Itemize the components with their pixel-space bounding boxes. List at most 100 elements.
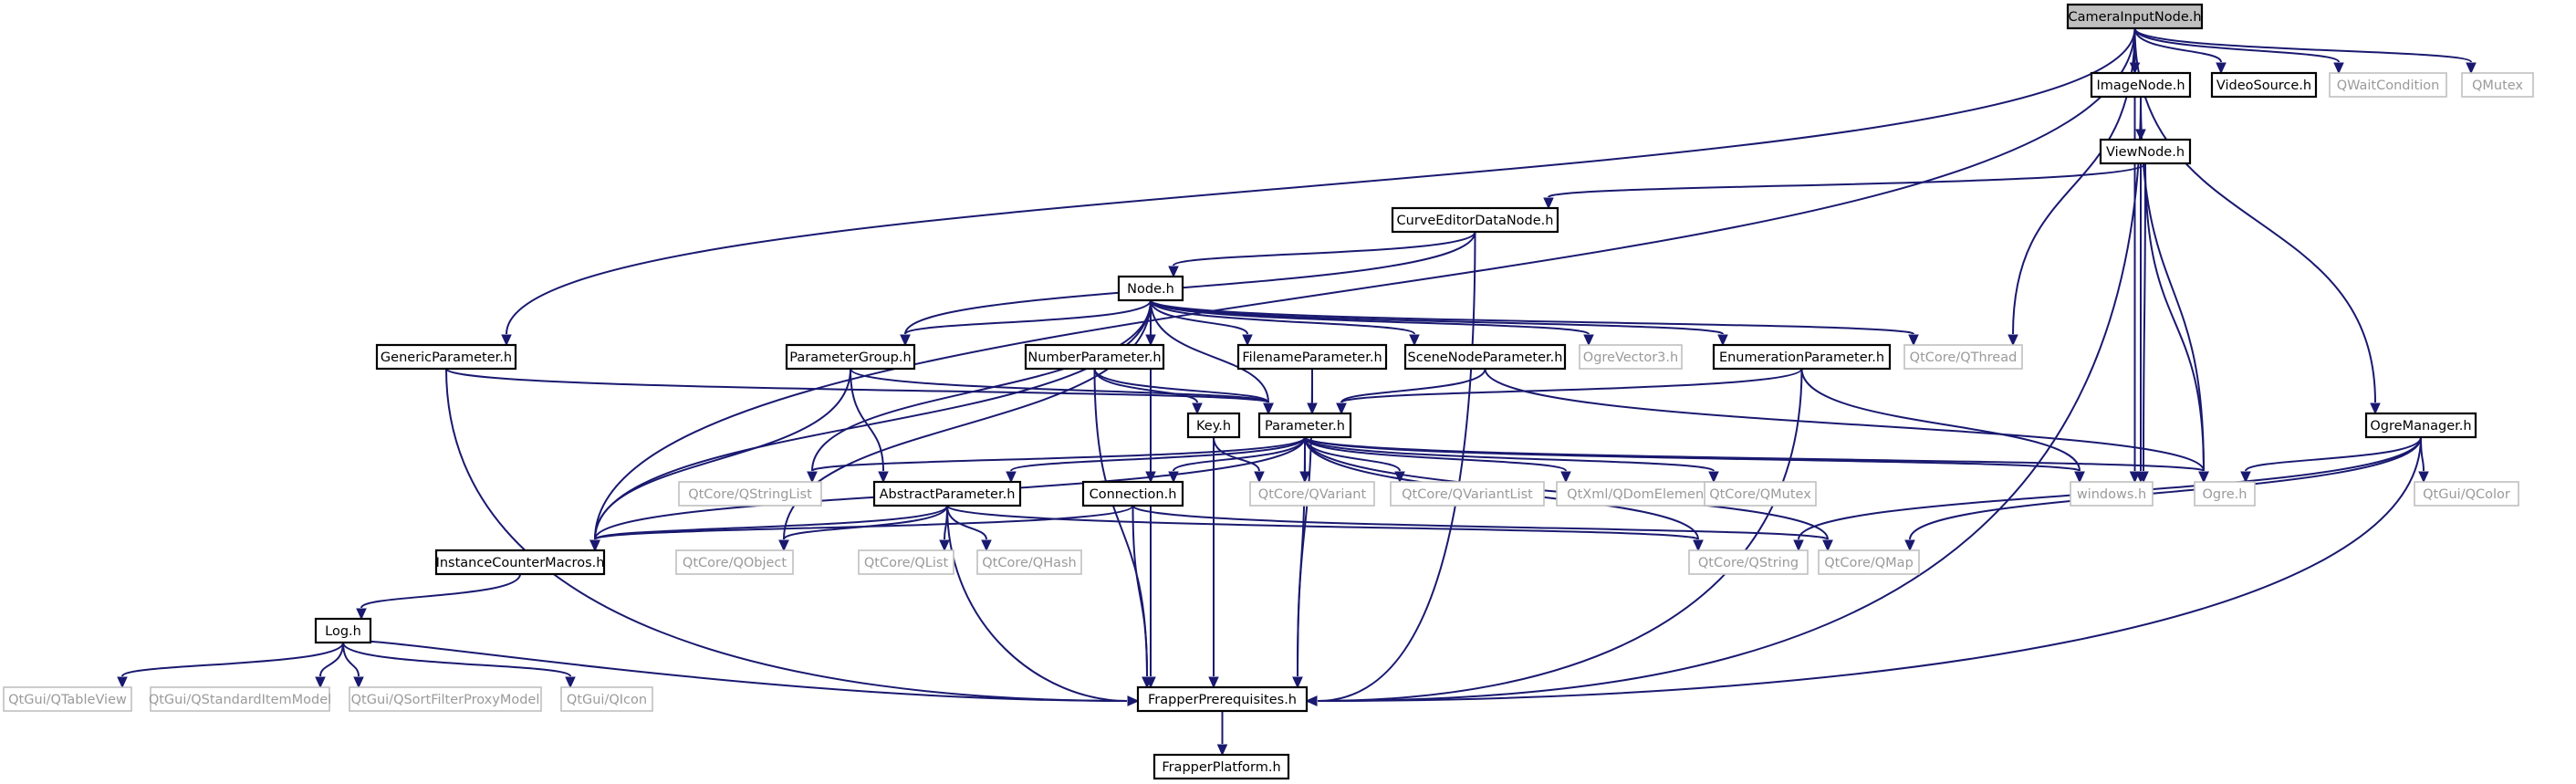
edge-line — [1304, 436, 1567, 472]
node-box — [2099, 138, 2192, 165]
node-box — [1579, 344, 1683, 370]
edge-abstract-parameter-to-qstring — [946, 505, 1704, 552]
node-view-node[interactable]: ViewNode.h — [2099, 138, 2192, 165]
edge-line — [1150, 299, 1248, 335]
arrowhead-icon — [981, 539, 992, 552]
node-ogre-h: Ogre.h — [2194, 481, 2256, 507]
arrowhead-icon — [1336, 402, 1347, 415]
arrowhead-icon — [565, 676, 576, 689]
node-image-node[interactable]: ImageNode.h — [2090, 71, 2192, 99]
edge-line — [342, 642, 360, 677]
node-enumeration-parameter[interactable]: EnumerationParameter.h — [1712, 343, 1892, 371]
edge-node-h-to-scene-node-parameter — [1150, 299, 1420, 347]
node-qicon: QtGui/QIcon — [560, 686, 653, 712]
node-box — [1081, 480, 1184, 507]
node-log-h[interactable]: Log.h — [314, 617, 372, 644]
edge-line — [904, 231, 1476, 335]
node-label: QtCore/QVariantList — [1402, 487, 1533, 502]
arrowhead-icon — [501, 334, 512, 347]
node-box — [2329, 72, 2447, 98]
node-number-parameter[interactable]: NumberParameter.h — [1024, 343, 1165, 371]
edge-key-h-to-frapper-prerequisites — [1208, 437, 1219, 689]
node-qthread: QtCore/QThread — [1903, 344, 2023, 370]
arrowhead-icon — [1142, 676, 1152, 689]
edge-camera-input-node-to-qwait-condition — [2133, 27, 2344, 75]
edge-log-h-to-qicon — [342, 642, 576, 689]
edge-enumeration-parameter-to-parameter-h — [1336, 368, 1803, 415]
node-label: QtCore/QMap — [1824, 556, 1914, 570]
node-box — [2066, 3, 2204, 30]
node-qstandard-item-model: QtGui/QStandardItemModel — [149, 686, 331, 712]
node-box — [1117, 275, 1184, 302]
node-box — [1136, 685, 1309, 713]
node-box — [1186, 412, 1241, 439]
node-qdom-element: QtXml/QDomElement — [1556, 481, 1720, 507]
node-generic-parameter[interactable]: GenericParameter.h — [375, 343, 517, 371]
node-abstract-parameter[interactable]: AbstractParameter.h — [872, 480, 1022, 507]
node-frapper-prerequisites[interactable]: FrapperPrerequisites.h — [1136, 685, 1309, 713]
node-filename-parameter[interactable]: FilenameParameter.h — [1236, 343, 1388, 371]
arrowhead-icon — [1305, 695, 1318, 706]
edge-camera-input-node-to-generic-parameter — [501, 27, 2136, 347]
node-box — [976, 549, 1082, 575]
edge-line — [811, 299, 1152, 472]
edge-line — [1548, 162, 2146, 198]
arrowhead-icon — [1168, 266, 1179, 278]
node-box — [1903, 344, 2023, 370]
arrowhead-icon — [1127, 695, 1140, 706]
node-ogre-manager[interactable]: OgreManager.h — [2364, 412, 2477, 439]
edge-generic-parameter-to-frapper-prerequisites — [445, 368, 1140, 706]
node-box — [1024, 343, 1165, 371]
node-label: Connection.h — [1090, 487, 1177, 502]
edge-abstract-parameter-to-qhash — [946, 505, 992, 552]
node-windows-h: windows.h — [2070, 481, 2154, 507]
edge-line — [1317, 96, 2142, 702]
node-box — [1249, 481, 1375, 507]
arrowhead-icon — [1693, 539, 1704, 552]
node-label: QtGui/QTableView — [8, 693, 127, 707]
edge-ogre-manager-to-ogre-h — [2240, 436, 2422, 484]
edge-line — [811, 436, 1306, 472]
node-instance-counter-macros[interactable]: InstanceCounterMacros.h — [434, 549, 606, 576]
node-label: NumberParameter.h — [1027, 350, 1161, 365]
arrowhead-icon — [1409, 334, 1420, 347]
edge-line — [850, 368, 1269, 403]
node-label: QtGui/QStandardItemModel — [149, 693, 331, 707]
node-box — [2364, 412, 2477, 439]
edge-abstract-parameter-to-instance-counter-macros — [589, 505, 948, 552]
arrowhead-icon — [1717, 334, 1728, 347]
edge-line — [1304, 436, 1401, 472]
edge-line — [121, 642, 344, 677]
node-label: QtCore/QVariant — [1258, 487, 1367, 502]
node-key-h[interactable]: Key.h — [1186, 412, 1241, 439]
edge-connection-to-instance-counter-macros — [589, 505, 1134, 552]
edge-enumeration-parameter-to-frapper-prerequisites — [1305, 368, 1803, 706]
node-box — [560, 686, 653, 712]
node-camera-input-node[interactable]: CameraInputNode.h — [2066, 3, 2204, 30]
arrowhead-icon — [807, 471, 818, 484]
edge-ogre-manager-to-qmap — [1904, 436, 2422, 552]
node-parameter-h[interactable]: Parameter.h — [1257, 412, 1352, 439]
node-frapper-platform[interactable]: FrapperPlatform.h — [1152, 753, 1290, 780]
node-connection[interactable]: Connection.h — [1081, 480, 1184, 507]
node-box — [2090, 71, 2192, 99]
arrowhead-icon — [1708, 471, 1719, 484]
node-parameter-group[interactable]: ParameterGroup.h — [785, 343, 916, 371]
edge-line — [2143, 162, 2146, 472]
node-curve-editor-data-node[interactable]: CurveEditorDataNode.h — [1391, 206, 1559, 234]
edge-line — [2133, 27, 2340, 63]
arrowhead-icon — [778, 539, 789, 552]
edge-node-h-to-parameter-group — [900, 299, 1152, 347]
edge-parameter-h-to-ogre-h — [1304, 436, 2209, 484]
edge-node-h-to-qthread — [1150, 299, 1919, 347]
node-node-h[interactable]: Node.h — [1117, 275, 1184, 302]
edge-parameter-h-to-qt-core-qmutex — [1304, 436, 1719, 484]
node-box — [1390, 481, 1545, 507]
node-scene-node-parameter[interactable]: SceneNodeParameter.h — [1403, 343, 1567, 371]
node-qwait-condition: QWaitCondition — [2329, 72, 2447, 98]
edge-line — [1150, 299, 1590, 335]
node-video-source[interactable]: VideoSource.h — [2210, 71, 2318, 99]
node-label: QtCore/QString — [1698, 556, 1799, 570]
arrowhead-icon — [353, 676, 364, 689]
